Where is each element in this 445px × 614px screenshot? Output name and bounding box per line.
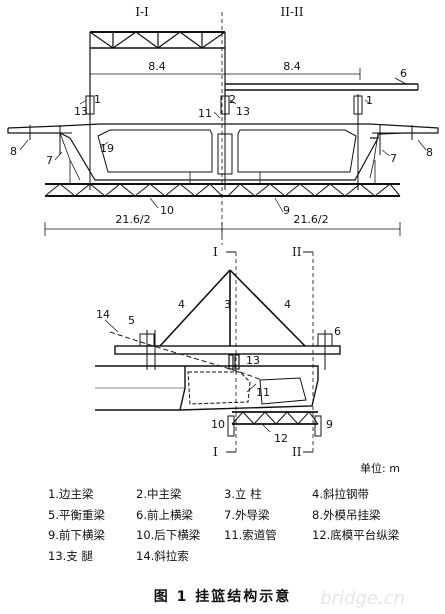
callout-8-right: 8: [426, 146, 433, 159]
legend-item: 3.立 柱: [224, 487, 262, 502]
callout-13-right: 13: [236, 105, 250, 118]
leader-lines: [19, 99, 427, 433]
legend-item: 13.支 腿: [48, 548, 93, 563]
callout-9-bottom: 9: [326, 418, 333, 431]
callout-2: 2: [229, 93, 236, 106]
callout-14: 14: [96, 308, 110, 321]
callout-1-right: 1: [366, 94, 373, 107]
stay-cable: [109, 331, 263, 381]
section-label-I-I: I-I: [135, 5, 149, 19]
front-upper-beam: [225, 77, 419, 91]
callout-6-top: 6: [400, 67, 407, 80]
legend-row: 13.支 腿 14.斜拉索: [48, 546, 438, 567]
dimension-spacing-right: 8.4: [283, 60, 301, 73]
dimension-line-bottom: [44, 222, 401, 236]
outer-guide-beams: [10, 125, 436, 155]
callout-3: 3: [224, 298, 231, 311]
box-girder: [7, 123, 439, 181]
callout-1-left: 1: [94, 93, 101, 106]
section-mark-I-top: I: [213, 245, 218, 259]
callout-4-right: 4: [284, 298, 291, 311]
bottom-truss: [44, 160, 401, 197]
legend-row: 5.平衡重梁 6.前上横梁 7.外导梁 8.外模吊挂梁: [48, 505, 438, 526]
callout-12: 12: [274, 432, 288, 445]
callout-8-left: 8: [10, 145, 17, 158]
watermark: bridge.cn: [320, 588, 405, 609]
legend-row: 9.前下横梁 10.后下横梁 11.索道管 12.底模平台纵梁: [48, 525, 438, 546]
section-label-II-II: II-II: [280, 5, 303, 19]
callout-7-left: 7: [46, 154, 53, 167]
legend-item: 10.后下横梁: [136, 528, 201, 543]
legend-item: 9.前下横梁: [48, 528, 105, 543]
callout-19: 19: [100, 142, 114, 155]
legend-item: 6.前上横梁: [136, 507, 193, 522]
unit-label: 单位: m: [360, 461, 400, 475]
bottom-platform: [227, 411, 322, 437]
support-legs: [228, 354, 240, 370]
callout-7-right: 7: [390, 152, 397, 165]
legend-item: 1.边主梁: [48, 487, 94, 502]
section-arrows: [226, 251, 313, 453]
section-mark-I-bottom: I: [213, 445, 218, 459]
dimension-half-width-left: 21.6/2: [115, 213, 150, 226]
callout-11-bottom: 11: [256, 386, 270, 399]
longitudinal-beam: [114, 330, 341, 370]
callout-10-bottom: 10: [211, 418, 225, 431]
callout-9-top: 9: [283, 204, 290, 217]
callout-11: 11: [198, 107, 212, 120]
callout-4-left: 4: [178, 298, 185, 311]
hangers: [85, 94, 363, 190]
section-mark-II-bottom: II: [292, 445, 302, 459]
legend: 1.边主梁 2.中主梁 3.立 柱 4.斜拉钢带 5.平衡重梁 6.前上横梁 7…: [48, 484, 438, 566]
figure-caption: 图 1 挂篮结构示意: [153, 589, 292, 605]
legend-item: 7.外导梁: [224, 507, 270, 522]
legend-row: 1.边主梁 2.中主梁 3.立 柱 4.斜拉钢带: [48, 484, 438, 505]
stay-frame: [159, 269, 306, 347]
girder-segments: [95, 365, 319, 411]
section-mark-II-top: II: [292, 245, 302, 259]
legend-item: 8.外模吊挂梁: [312, 507, 381, 522]
legend-item: 11.索道管: [224, 528, 277, 543]
legend-item: 4.斜拉钢带: [312, 487, 369, 502]
dimension-line-top: [89, 68, 361, 80]
dimension-half-width-right: 21.6/2: [293, 213, 328, 226]
dimension-spacing-left: 8.4: [148, 60, 166, 73]
callout-10-top: 10: [160, 204, 174, 217]
legend-item: 5.平衡重梁: [48, 507, 105, 522]
legend-item: 2.中主梁: [136, 487, 182, 502]
callout-5: 5: [128, 314, 135, 327]
callout-13-bottom: 13: [246, 354, 260, 367]
legend-item: 14.斜拉索: [136, 548, 189, 563]
top-truss: [89, 31, 226, 120]
callout-6-bottom: 6: [334, 325, 341, 338]
callout-13-left: 13: [74, 105, 88, 118]
legend-item: 12.底模平台纵梁: [312, 528, 400, 543]
